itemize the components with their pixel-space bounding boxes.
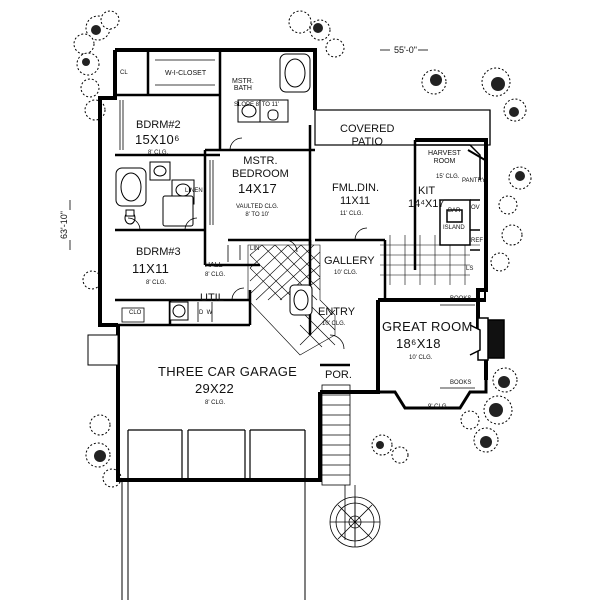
garage-size: 29X22 — [195, 381, 235, 396]
lazy-susan-label: LS — [466, 266, 474, 272]
closet-cl-label: CL — [120, 70, 128, 76]
dryer-washer-label: D W — [199, 310, 213, 316]
bay-ceiling-label: 9' CLG. — [428, 404, 449, 410]
books-top-label: BOOKS — [450, 296, 472, 302]
bedroom-2-size: 15X10⁶ — [135, 132, 180, 147]
great-room-bay-window — [376, 380, 488, 410]
kitchen-area — [415, 144, 486, 300]
harvest-room-ceiling: 15' CLG. — [436, 174, 460, 180]
harvest-room-name: HARVEST ROOM — [428, 150, 461, 166]
door-swings — [127, 137, 368, 350]
overall-depth-dimension: 63'-10" — [58, 211, 69, 239]
kitchen-name: KIT — [418, 185, 436, 197]
great-room-ceiling: 10' CLG. — [409, 355, 433, 361]
bedroom-2-ceiling: 8' CLG. — [148, 150, 169, 156]
bedroom-3-size: 11X11 — [132, 261, 170, 276]
master-bath-note: SLOPE 8' TO 11' — [234, 102, 279, 108]
master-bath-name: MSTR. BATH — [232, 78, 254, 92]
oven-label: OV — [471, 205, 480, 211]
master-bedroom-name: MSTR. BEDROOM — [232, 155, 289, 180]
closet-details — [119, 59, 241, 323]
walk-in-closet-label: W-I-CLOSET — [165, 70, 207, 77]
interior-walls — [115, 50, 417, 367]
formal-dining-size: 11X11 — [340, 195, 371, 207]
refrigerator-label: REF — [471, 238, 483, 244]
pantry-label: PANTRY — [462, 178, 486, 184]
great-room-size: 18⁶X18 — [396, 336, 441, 351]
hall-ceiling: 8' CLG. — [205, 272, 226, 278]
gallery-tile-pattern — [247, 235, 480, 356]
bedroom-2-name: BDRM#2 — [136, 119, 181, 131]
great-room-fireplace — [469, 317, 505, 361]
book-shelves — [440, 304, 475, 389]
books-bottom-label: BOOKS — [450, 380, 472, 386]
bedroom-3-ceiling: 8' CLG. — [146, 280, 167, 286]
entry-ceiling: 10' CLG. — [322, 321, 346, 327]
garage-doors — [127, 429, 306, 480]
great-room-name: GREAT ROOM — [382, 319, 473, 334]
porch-label: POR. — [325, 369, 352, 381]
lin-closet-label: LIN — [250, 246, 260, 252]
covered-patio-label: COVERED PATIO — [340, 123, 395, 148]
driveway — [121, 482, 306, 600]
front-walkway — [321, 384, 381, 548]
formal-dining-ceiling: 11' CLG. — [340, 211, 364, 217]
garage-ceiling: 8' CLG. — [205, 400, 226, 406]
overall-width-dimension: 55'-0" — [394, 45, 417, 55]
master-bedroom-size: 14X17 — [238, 181, 278, 196]
covered-patio-outline — [314, 109, 491, 146]
master-bedroom-ceiling: VAULTED CLG. 8' TO 10' — [236, 204, 279, 219]
kitchen-size: 14⁴X17 — [408, 198, 445, 210]
linen-closet-label: LINEN — [185, 188, 203, 194]
utility-closet-label: CLO — [129, 310, 142, 316]
gallery-name: GALLERY — [324, 255, 375, 267]
bedroom-3-name: BDRM#3 — [136, 246, 181, 258]
garage-side-entry — [87, 334, 119, 366]
dimension-lines — [69, 49, 428, 250]
bar-label: BAR — [448, 208, 461, 214]
gallery-ceiling: 10' CLG. — [334, 270, 358, 276]
island-label: ISLAND — [443, 225, 465, 231]
formal-dining-name: FML.DIN. — [332, 182, 380, 194]
entry-name: ENTRY — [318, 306, 356, 318]
hall-name: HALL — [205, 262, 223, 269]
bath-fixtures — [115, 53, 313, 321]
utility-room-label: UTIL — [200, 292, 224, 304]
garage-name: THREE CAR GARAGE — [158, 364, 298, 379]
